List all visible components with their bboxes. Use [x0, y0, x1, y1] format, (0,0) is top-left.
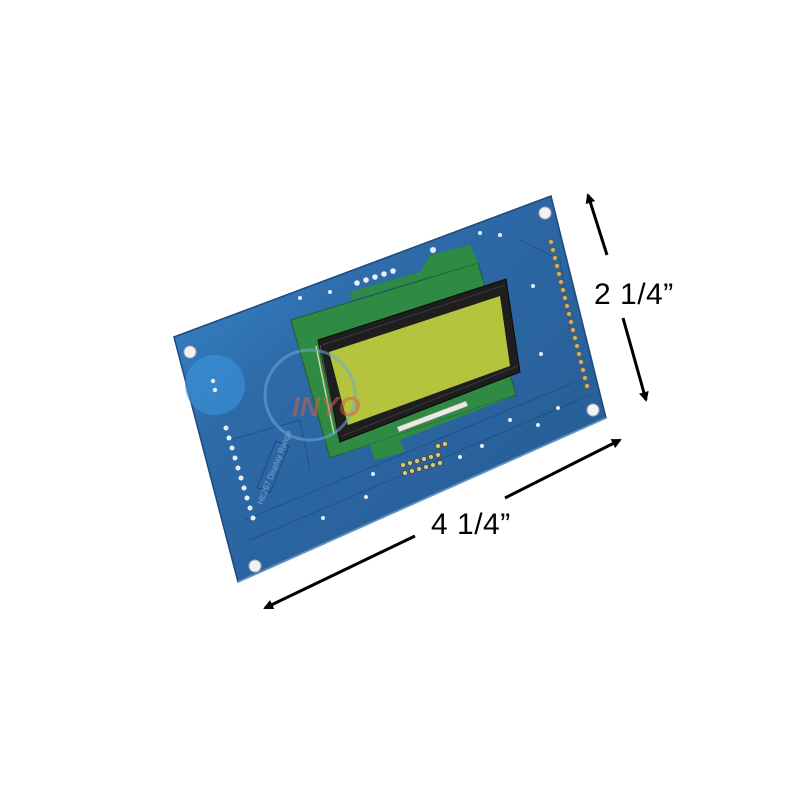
width-dimension-arrow — [263, 438, 622, 610]
pads-left — [210, 378, 256, 521]
lcd-screen — [329, 296, 510, 425]
pad-connector-bottom — [400, 441, 448, 476]
svg-text:INYO: INYO — [292, 391, 361, 422]
mounting-hole — [183, 206, 600, 573]
width-dimension-label: 4 1/4” — [431, 508, 511, 541]
pin-header-right — [548, 239, 590, 389]
height-dimension-label: 2 1/4” — [594, 278, 674, 311]
watermark: INYO — [263, 348, 361, 442]
lcd-pin-strip — [396, 400, 469, 433]
lcd-module — [290, 245, 521, 460]
height-dimension-arrow — [585, 193, 649, 402]
